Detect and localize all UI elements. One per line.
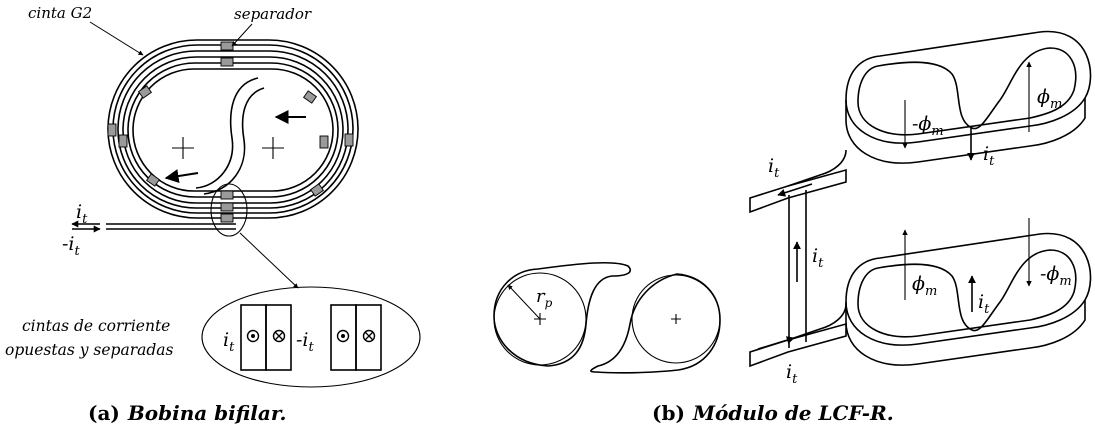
label-it-bottom-coil: it [978,291,990,317]
label-it-top-coil: it [983,143,995,169]
separator-block [137,85,153,99]
separator-block [220,190,234,200]
bifilar-coil-diagram: cinta G2 separador it -it it -it cint [5,4,421,388]
coil-side-wall [845,98,1086,164]
inset-caption-line2: opuestas y separadas [5,341,174,359]
separator-block [319,135,329,149]
label-minus-it: -it [62,233,81,259]
current-out-symbol [336,329,350,343]
label-separador: separador [234,5,312,23]
current-in-symbol [272,329,286,343]
caption-a: (a)Bobina bifilar. [88,401,287,425]
inset-detail: it -it [201,286,421,388]
pointer-tape [89,21,144,56]
zoom-ellipse [210,183,248,237]
label-it-bottom-lead: it [786,361,798,387]
separator-block [344,133,354,147]
current-in-cross [364,331,374,341]
label-it: it [76,201,88,227]
separator-block [220,41,234,51]
separator-block [302,90,318,104]
center-mark [671,314,681,324]
profile-construction: rp [493,261,721,374]
label-phi-bottom: ϕm [912,273,937,299]
top-lead-edge [787,149,847,187]
current-arrow [777,183,813,197]
inset-ellipse [201,286,421,388]
zoom-pointer [239,232,299,289]
label-phi-top: ϕm [1037,86,1062,112]
separator-block [220,57,234,67]
current-out-symbol [246,329,260,343]
lcf-r-module: -ϕm it ϕm ϕm it -ϕm it it it [749,30,1092,387]
label-cinta-g2: cinta G2 [28,4,92,22]
coil-turn [127,62,339,198]
s-crossover [203,87,265,195]
separator-block [309,183,325,197]
current-in-cross [274,331,284,341]
s-crossover [195,77,259,189]
separator-block [145,173,161,187]
separator-block [220,202,234,212]
construction-circle [631,274,721,364]
inset-label-minus-it: -it [296,329,315,355]
radius-line [507,284,541,320]
separator-block [118,134,128,148]
separator-block [220,213,234,223]
separator-block [107,123,117,137]
label-rp: rp [536,286,553,310]
top-lead [749,168,847,214]
coil-outer-outline [845,232,1092,346]
coil-inner-outline [857,249,1077,338]
bottom-lead [749,322,847,368]
bottom-lead-edge [787,303,847,341]
center-mark [262,137,284,159]
pointer-separator [231,23,253,47]
center-mark [172,137,194,159]
coil-outer-outline [845,30,1092,144]
current-arrow [164,169,199,183]
label-minus-phi-top: -ϕm [912,113,944,139]
label-it-bridge: it [812,245,824,271]
label-it-top-lead: it [768,155,780,181]
top-coil [845,30,1092,164]
tape-cross-section [265,304,292,371]
separators [107,41,354,223]
label-minus-phi-bottom: -ϕm [1040,263,1072,289]
current-out-dot [251,334,255,338]
inset-caption-line1: cintas de corriente [22,317,170,335]
construction-circle [493,272,587,366]
current-in-symbol [362,329,376,343]
current-out-dot [341,334,345,338]
caption-b: (b)Módulo de LCF-R. [652,401,894,425]
coil-side-wall [845,300,1086,366]
inset-label-it: it [223,329,235,355]
current-arrow [757,336,795,350]
bottom-coil [845,232,1092,366]
tape-cross-section [355,304,382,371]
coil-turn-inner [132,68,334,192]
coil-inner-outline [857,47,1077,136]
